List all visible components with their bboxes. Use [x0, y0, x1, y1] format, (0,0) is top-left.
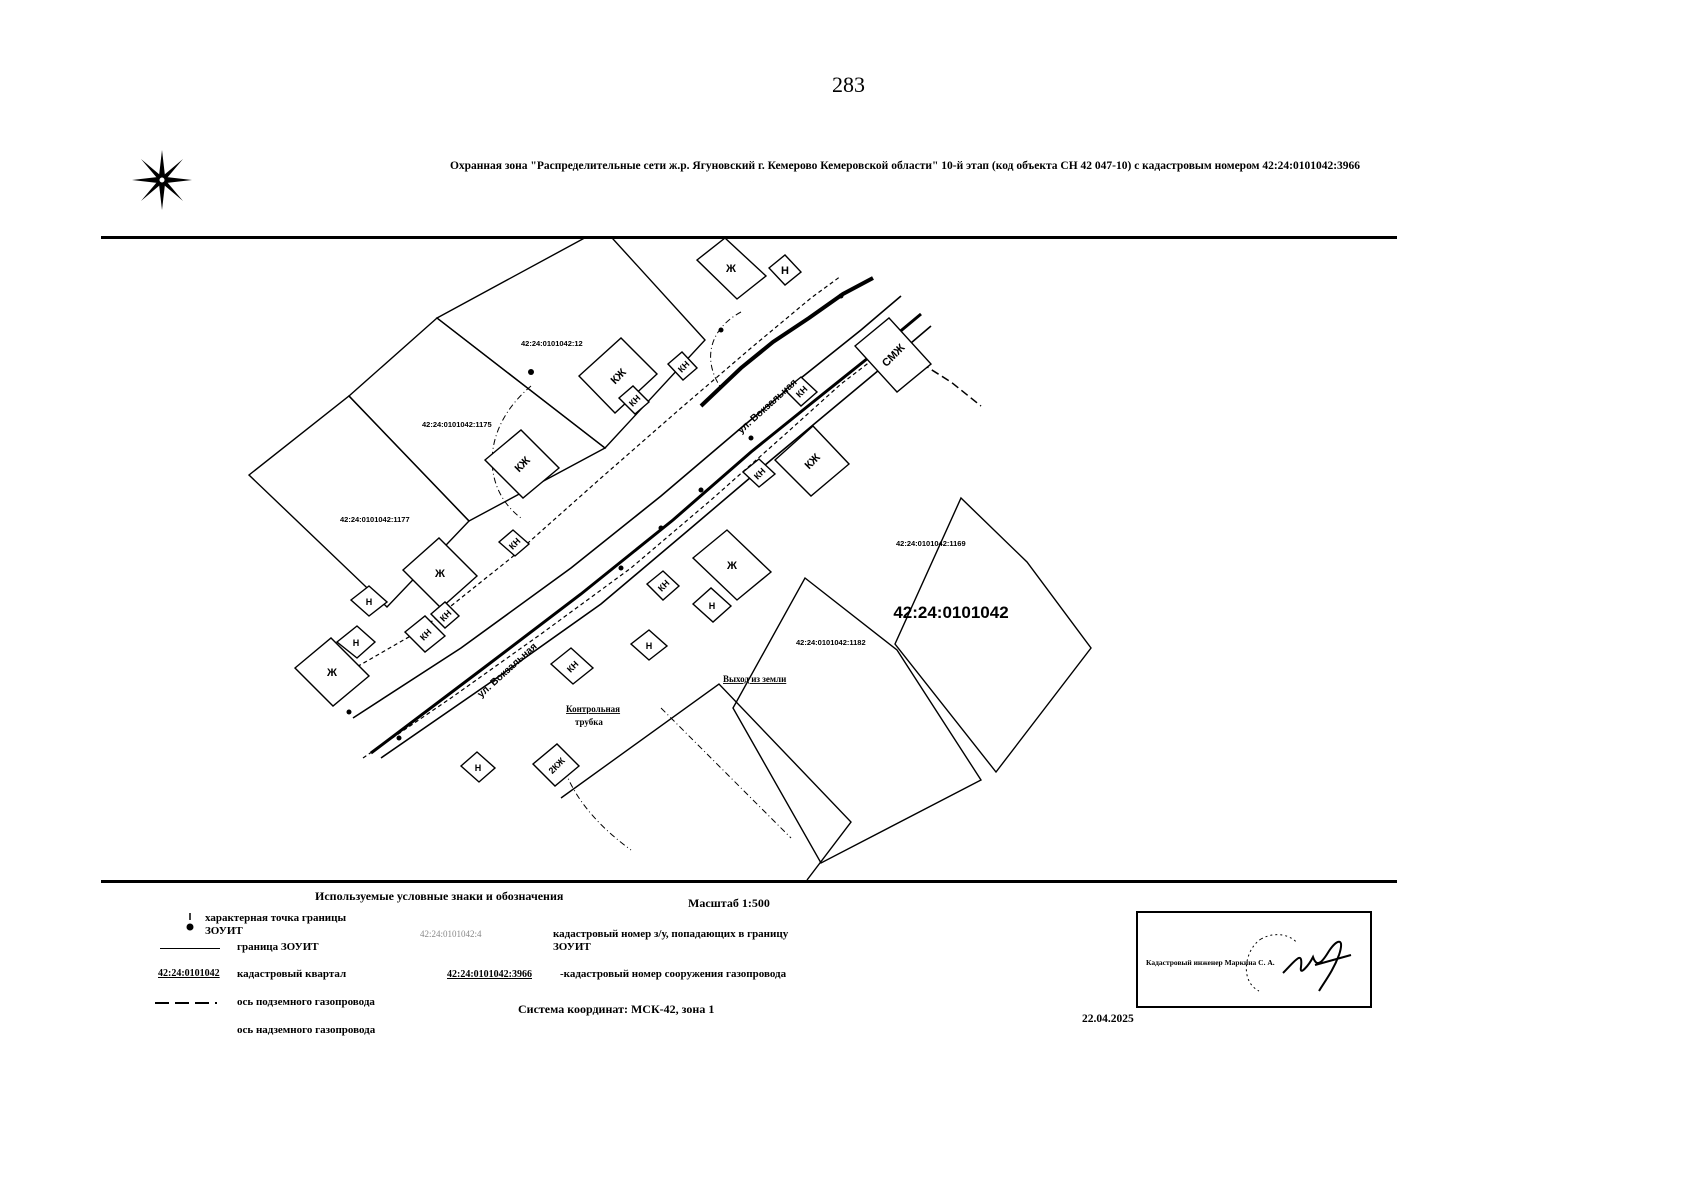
- map-bottom-border: [101, 880, 1397, 883]
- street-edge-north: [352, 295, 902, 719]
- scale-label: Масштаб 1:500: [688, 896, 770, 910]
- legend-item-underground: ось подземного газопровода: [237, 996, 375, 1008]
- legend-heading: Используемые условные знаки и обозначени…: [315, 889, 564, 903]
- compass-rose-icon: [132, 150, 192, 210]
- document-date: 22.04.2025: [1082, 1013, 1134, 1025]
- quarter-number-sample: 42:24:0101042: [158, 968, 220, 979]
- zone-exit-label: Выход из земли: [723, 674, 786, 684]
- building-b11: [401, 537, 479, 609]
- building-b22: [531, 743, 581, 787]
- building-b18: [349, 585, 389, 617]
- signature-icon: [1245, 934, 1352, 992]
- building-b6: [783, 376, 819, 407]
- legend-item-boundary: граница ЗОУИТ: [237, 941, 319, 953]
- document-title: Охранная зона "Распределительные сети ж.…: [449, 160, 1361, 172]
- building-b19: [403, 615, 447, 653]
- parcel-south-outline: [560, 683, 852, 880]
- overground-gas-axis: [699, 276, 874, 408]
- parcel-label-1169: 42:24:0101042:1169: [896, 539, 966, 548]
- parcel-12-outline: [435, 238, 706, 449]
- building-b3: [577, 337, 659, 414]
- building-label: Н: [709, 601, 716, 611]
- parcel-1169-outline: [894, 496, 1092, 774]
- legend-item-parcel: кадастровый номер з/у, попадающих в гран…: [553, 928, 789, 953]
- map-top-border: [101, 236, 1397, 239]
- legend-item-point: характерная точка границы ЗОУИТ: [205, 912, 347, 937]
- zone-boundary-south: [362, 337, 902, 759]
- underground-gas-axis: [370, 312, 922, 755]
- parcel-label-1182: 42:24:0101042:1182: [796, 638, 866, 647]
- building-b10: [773, 425, 851, 497]
- street-label: ул. Вокзальная: [736, 377, 800, 436]
- engineer-name: Кадастровый инженер Маркина С. А.: [1146, 958, 1275, 967]
- characteristic-point-symbol-icon: [186, 913, 194, 931]
- building-b7: [853, 317, 933, 393]
- parcel-1182-outline: [732, 576, 983, 864]
- building-label: Н: [646, 641, 653, 651]
- building-label: Н: [781, 265, 789, 277]
- building-b8: [483, 429, 561, 499]
- coordinate-system-label: Система координат: МСК-42, зона 1: [518, 1002, 715, 1016]
- leader-curve-2: [710, 311, 742, 389]
- building-label: Н: [366, 597, 373, 607]
- building-b16: [293, 637, 371, 707]
- building-b14: [691, 587, 733, 623]
- parcel-label-12: 42:24:0101042:12: [521, 339, 583, 348]
- building-label: Ж: [725, 263, 736, 275]
- leader-curve-3: [660, 707, 792, 839]
- control-pipe-label: трубка: [575, 717, 603, 727]
- building-b17: [335, 625, 377, 659]
- parcel-number-sample: 42:24:0101042:4: [420, 929, 482, 939]
- building-b5: [617, 385, 651, 415]
- building-b24: [629, 629, 669, 661]
- signature-stamp: Кадастровый инженер Маркина С. А.: [1136, 911, 1372, 1008]
- building-b23: [459, 751, 497, 783]
- building-b15: [645, 570, 681, 601]
- building-label: Ж: [726, 560, 737, 572]
- cadastral-quarter-label: 42:24:0101042: [893, 603, 1008, 622]
- building-b21: [549, 647, 595, 685]
- parcel-label-1175: 42:24:0101042:1175: [422, 420, 492, 429]
- street-edge-south: [380, 325, 932, 759]
- legend-item-quarter: кадастровый квартал: [237, 968, 347, 980]
- building-label: Н: [353, 638, 360, 648]
- leader-curve-4: [560, 757, 632, 851]
- building-b4: [666, 351, 699, 381]
- cadastral-map: Ж Н КЖ КН КН КН СМЖ КЖ КН КЖ Ж КН Ж Н КН…: [247, 238, 1092, 880]
- structure-number-sample: 42:24:0101042:3966: [447, 969, 532, 980]
- legend-item-structure: -кадастровый номер сооружения газопровод…: [560, 968, 787, 980]
- underground-axis-symbol: [155, 1002, 217, 1004]
- page-number: 283: [832, 72, 865, 97]
- building-label: Ж: [326, 667, 337, 679]
- building-b12: [497, 529, 531, 557]
- building-b13: [691, 529, 773, 601]
- building-label: Н: [475, 763, 482, 773]
- building-b2: [767, 254, 803, 286]
- building-b1: [695, 238, 768, 300]
- building-label: Ж: [434, 568, 445, 580]
- building-b20: [429, 601, 461, 629]
- control-pipe-label: Контрольная: [566, 704, 620, 714]
- building-b9: [741, 458, 777, 488]
- legend-item-overground: ось надземного газопровода: [237, 1024, 376, 1036]
- parcel-label-1177: 42:24:0101042:1177: [340, 515, 410, 524]
- map-frame: Ж Н КЖ КН КН КН СМЖ КЖ КН КЖ Ж КН Ж Н КН…: [101, 238, 1397, 880]
- boundary-line-symbol: [160, 948, 220, 949]
